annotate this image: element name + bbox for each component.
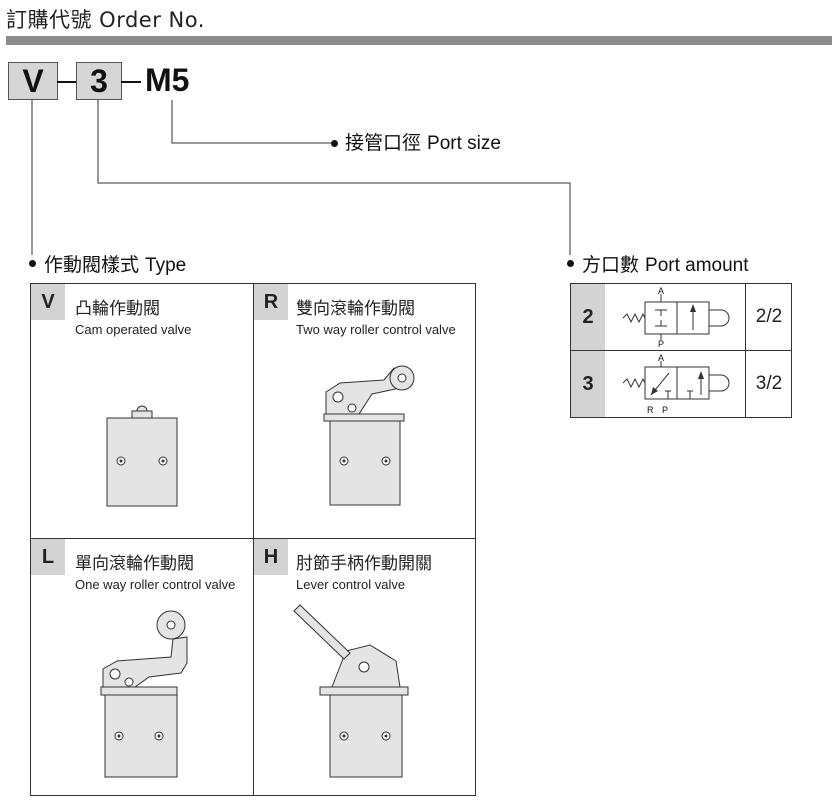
port-label-P: P: [658, 339, 664, 349]
type-name-en: Two way roller control valve: [296, 322, 456, 337]
type-name-zh: 凸輪作動閥: [75, 299, 160, 319]
code-box-port-amount: 3: [76, 62, 122, 100]
title-underline-bar: [6, 36, 832, 45]
type-name-en: Cam operated valve: [75, 322, 192, 337]
type-cell-one-way-roller: L 單向滾輪作動閥 One way roller control valve: [30, 538, 254, 796]
type-label-en: Type: [145, 255, 187, 276]
port-size-label-zh: 接管口徑: [345, 132, 422, 154]
port-amount-ratio: 3/2: [755, 373, 783, 394]
type-cell-lever: H 肘節手柄作動開關 Lever control valve: [253, 538, 476, 796]
port-amount-row-3: 3 3/2 A R P: [570, 350, 792, 418]
bullet-dot: [567, 260, 574, 267]
type-name-zh: 單向滾輪作動閥: [75, 554, 194, 574]
type-code-badge: R: [254, 284, 288, 320]
type-code-badge: L: [31, 539, 65, 575]
type-cell-two-way-roller: R 雙向滾輪作動閥 Two way roller control valve: [253, 283, 476, 539]
port-amount-ratio: 2/2: [755, 306, 783, 327]
port-label-A: A: [658, 286, 664, 296]
type-code-badge: V: [31, 284, 65, 320]
port-label-R: R: [647, 405, 654, 415]
three-two-valve-symbol: A R P: [622, 353, 730, 415]
port-amount-label-zh: 方口數: [582, 254, 640, 276]
code-port-size: M5: [145, 62, 190, 98]
bullet-dot: [331, 140, 338, 147]
code-box-type: V: [8, 62, 58, 100]
two-way-roller-valve-illustration: [323, 365, 415, 506]
one-way-roller-valve-illustration: [100, 610, 188, 778]
port-amount-code-badge: 3: [571, 351, 605, 417]
page-title: 訂購代號 Order No.: [6, 8, 205, 32]
code-dash: [57, 81, 76, 83]
type-label-zh: 作動閥樣式: [44, 254, 140, 276]
type-name-zh: 雙向滾輪作動閥: [296, 299, 415, 319]
type-name-zh: 肘節手柄作動開關: [296, 554, 432, 574]
lever-valve-illustration: [293, 604, 409, 778]
type-cell-cam: V 凸輪作動閥 Cam operated valve: [30, 283, 254, 539]
type-name-en: Lever control valve: [296, 577, 406, 592]
port-amount-row-2: 2 2/2 A P: [570, 283, 792, 351]
port-amount-code-badge: 2: [571, 284, 605, 350]
code-dash: [121, 81, 141, 83]
two-two-valve-symbol: A P: [622, 286, 730, 349]
port-amount-label-en: Port amount: [645, 255, 749, 276]
port-size-label-en: Port size: [427, 133, 501, 154]
port-label-P: P: [662, 405, 668, 415]
type-code-badge: H: [254, 539, 288, 575]
row-divider: [745, 351, 746, 417]
cam-valve-illustration: [106, 405, 178, 507]
port-label-A: A: [658, 353, 664, 363]
type-name-en: One way roller control valve: [75, 577, 236, 592]
bullet-dot: [29, 260, 36, 267]
row-divider: [745, 284, 746, 350]
